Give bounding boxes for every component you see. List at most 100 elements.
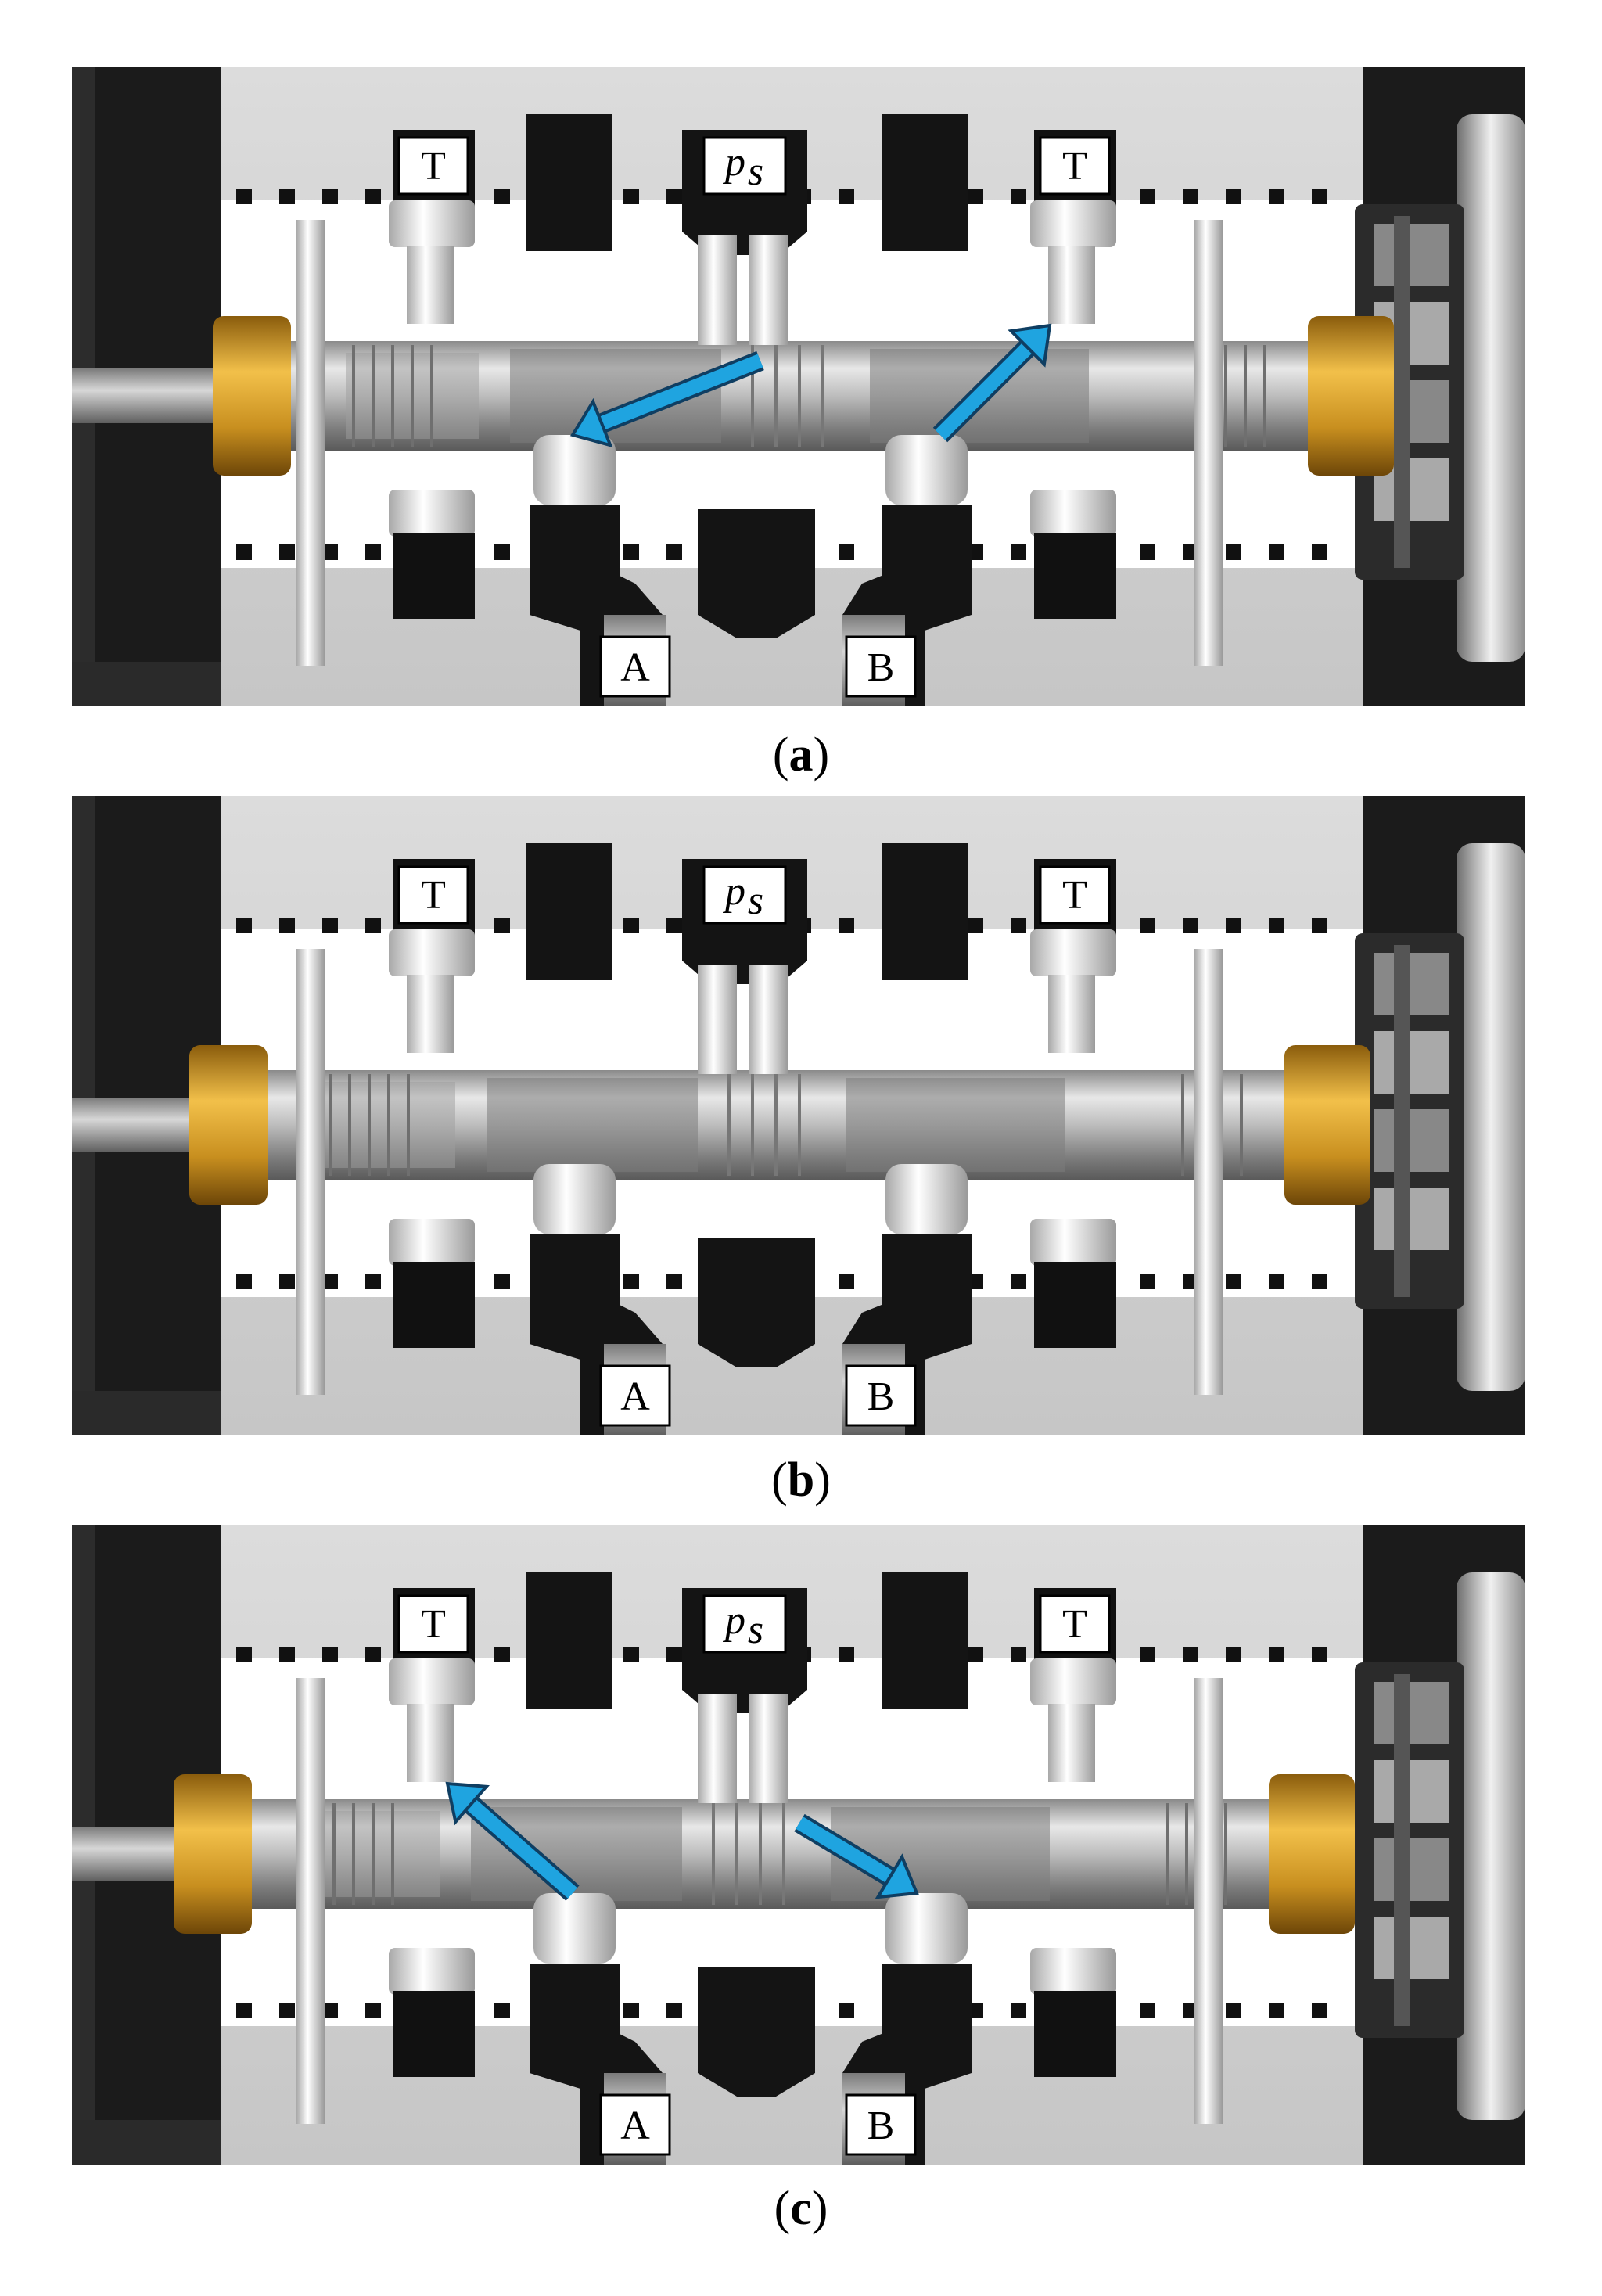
svg-text:A: A [620, 645, 650, 690]
seal-dot [1011, 189, 1026, 204]
spool-undercut-left [487, 1078, 698, 1172]
svg-text:B: B [867, 2104, 895, 2148]
seal-dot [839, 1274, 854, 1289]
seal-dot [1269, 918, 1284, 933]
spool-grooves-left [352, 345, 433, 447]
seal-dot [666, 2003, 682, 2018]
blocked-land-top-left [526, 114, 612, 251]
seal-dot [1226, 2003, 1241, 2018]
seal-dot [1226, 189, 1241, 204]
pin-right [1194, 949, 1223, 1395]
valve-cross-section: T p s T A B [72, 1525, 1525, 2165]
seal-dot [322, 918, 338, 933]
spool [174, 1774, 1355, 1934]
seal-dot [494, 544, 510, 560]
motor-housing [1457, 843, 1525, 1391]
port-bottom-right-tank [1030, 1948, 1116, 2077]
panel-c: T p s T A B [72, 1525, 1525, 2165]
seal-dot [322, 1647, 338, 1662]
seal-dot [494, 189, 510, 204]
valve-cross-section: T p s T A B [72, 67, 1525, 706]
seal-dot [236, 1274, 252, 1289]
seal-dot [279, 189, 295, 204]
seal-dot [279, 2003, 295, 2018]
seal-dot [839, 1647, 854, 1662]
flow-arrow-shaft [935, 342, 1033, 440]
flow-arrow-head [569, 397, 613, 448]
seal-dot [322, 189, 338, 204]
label-supply: p s [702, 1594, 787, 1654]
seal-dot [1183, 189, 1198, 204]
blocked-land-top-right [882, 843, 968, 980]
seal-dot [1011, 544, 1026, 560]
flow-arrow-head [445, 1781, 490, 1826]
seal-dot [365, 1274, 381, 1289]
caption-c: (c) [774, 2182, 828, 2235]
label-a: A [599, 635, 671, 698]
seal-dot [1269, 189, 1284, 204]
seal-dot [236, 1647, 252, 1662]
seal-dot [1183, 918, 1198, 933]
port-bottom-left-tank [389, 1219, 475, 1348]
seal-dot [1183, 1647, 1198, 1662]
seal-dot [1312, 2003, 1327, 2018]
label-t-left: T [397, 1594, 469, 1654]
seal-dot [666, 189, 682, 204]
panel-b: T p s T A B [72, 796, 1525, 1435]
label-t-left: T [397, 136, 469, 196]
seal-dot [365, 189, 381, 204]
seal-dot [1269, 2003, 1284, 2018]
seal-dot [666, 1647, 682, 1662]
brass-bushing-right [1284, 1045, 1370, 1205]
seal-dot [839, 544, 854, 560]
seal-dot [1140, 918, 1155, 933]
seal-dot [1226, 544, 1241, 560]
seal-dot [1011, 1647, 1026, 1662]
seal-dot [279, 1274, 295, 1289]
seal-dot [839, 918, 854, 933]
blocked-land-bottom-center [698, 1967, 815, 2097]
pin-right [1194, 1678, 1223, 2124]
svg-text:T: T [421, 1602, 446, 1647]
port-bottom-left-tank [389, 490, 475, 619]
flow-arrow-head [875, 1853, 919, 1899]
seal-dot [1140, 1647, 1155, 1662]
spool-grooves-mid [727, 1074, 801, 1176]
flow-arrow-head [1008, 323, 1052, 368]
blocked-land-top-left [526, 1572, 612, 1709]
svg-text:T: T [421, 144, 446, 189]
brass-bushing-left [174, 1774, 252, 1934]
seal-dot [1312, 1274, 1327, 1289]
seal-dot [279, 918, 295, 933]
label-a: A [599, 1364, 671, 1427]
seal-dot [666, 918, 682, 933]
blocked-land-top-left [526, 843, 612, 980]
svg-text:p: p [722, 1598, 745, 1643]
seal-dot [839, 189, 854, 204]
seal-dot [1011, 918, 1026, 933]
seal-dot [666, 544, 682, 560]
label-t-right: T [1039, 136, 1111, 196]
brass-bushing-left [189, 1045, 268, 1205]
blocked-land-top-right [882, 1572, 968, 1709]
label-b: B [845, 635, 917, 698]
seal-dot [666, 1274, 682, 1289]
seal-dot [1011, 2003, 1026, 2018]
seal-dot [1226, 1274, 1241, 1289]
seal-dot [839, 2003, 854, 2018]
seal-dot [322, 544, 338, 560]
svg-text:s: s [748, 879, 763, 923]
port-bottom-right-tank [1030, 490, 1116, 619]
seal-dot [623, 918, 639, 933]
flow-arrow-shaft [796, 1816, 894, 1884]
seal-dot [623, 2003, 639, 2018]
seal-dot [236, 189, 252, 204]
label-t-right: T [1039, 865, 1111, 925]
spool-undercut-right [846, 1078, 1065, 1172]
flow-arrows [445, 1781, 919, 1901]
label-a: A [599, 2093, 671, 2156]
seal-dot [279, 544, 295, 560]
svg-text:p: p [722, 869, 745, 914]
seal-dot [1011, 1274, 1026, 1289]
seal-dot [1140, 544, 1155, 560]
